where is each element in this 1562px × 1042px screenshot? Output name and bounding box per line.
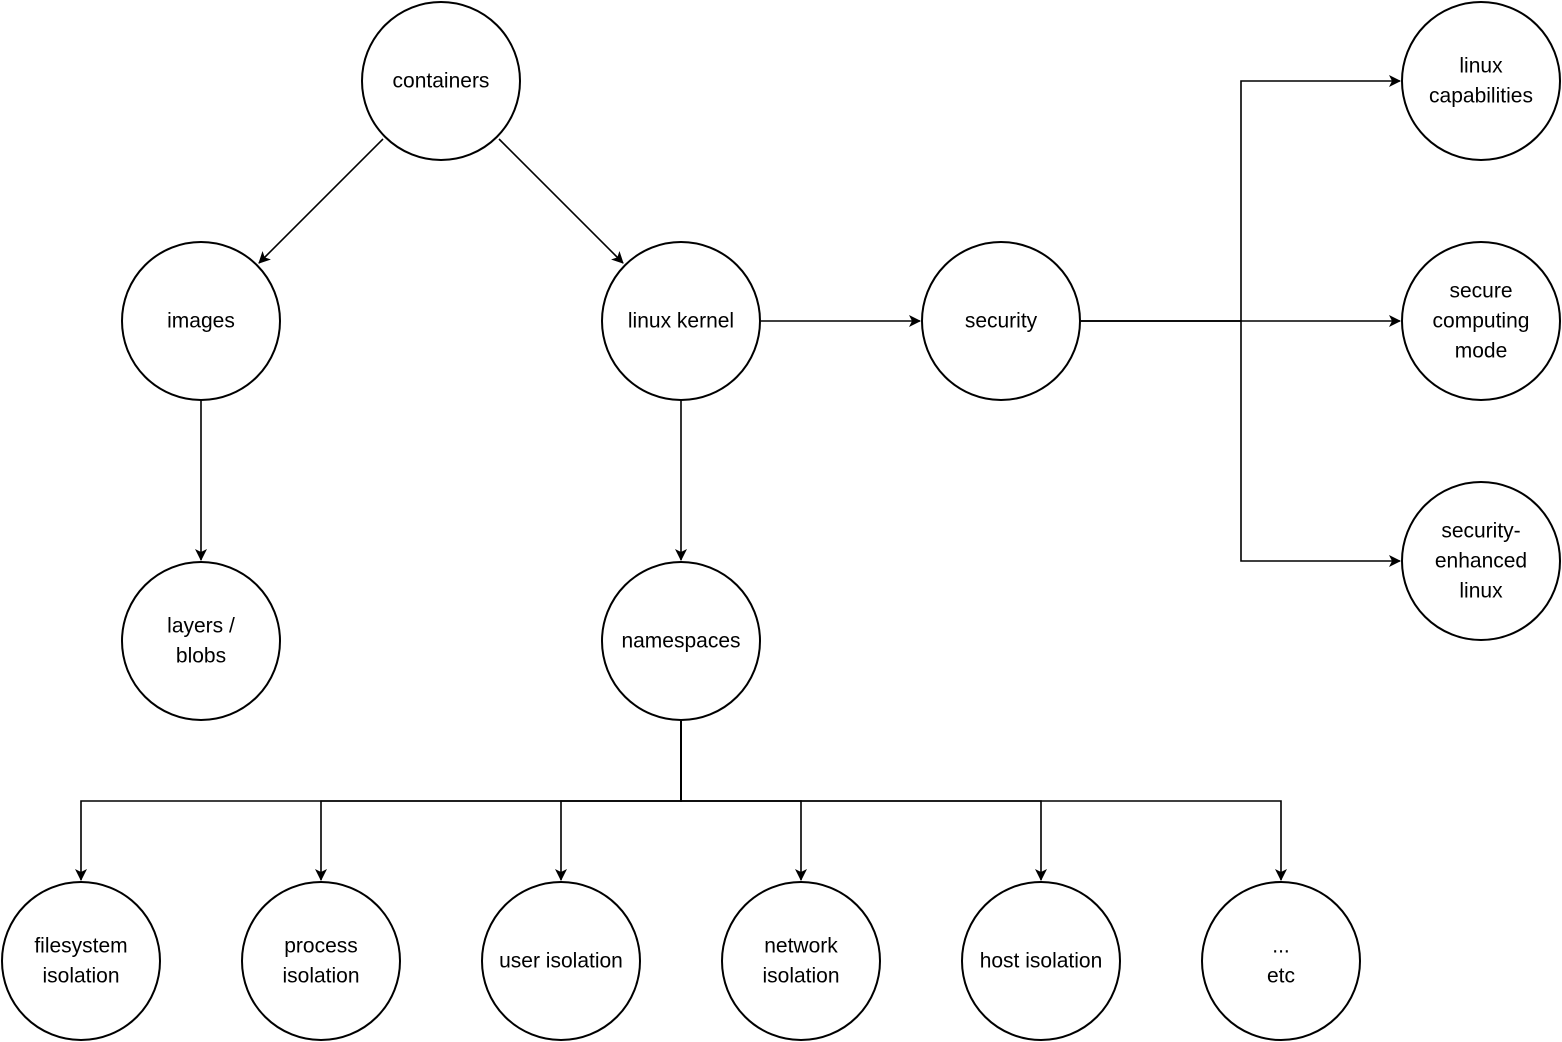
node-label-line: computing — [1433, 310, 1530, 333]
node-containers: containers — [361, 1, 521, 161]
node-etc: ... etc — [1201, 881, 1361, 1041]
node-circle — [121, 561, 281, 721]
node-security-enhanced-linux: security-enhanced linux — [1401, 481, 1561, 641]
node-user-isolation: user isolation — [481, 881, 641, 1041]
node-label-line: isolation — [282, 965, 359, 988]
node-label-line: filesystem — [34, 935, 127, 958]
node-circle — [961, 881, 1121, 1041]
node-label-line: linux — [1459, 580, 1503, 603]
node-circle — [601, 241, 761, 401]
edges-layer — [75, 75, 1401, 881]
node-filesystem-isolation: filesystem isolation — [1, 881, 161, 1041]
node-images: images — [121, 241, 281, 401]
node-network-isolation: network isolation — [721, 881, 881, 1041]
edge-security-to-linux-capabilities — [1081, 75, 1401, 322]
node-linux-capabilities: linux capabilities — [1401, 1, 1561, 161]
node-label-line: namespaces — [621, 630, 740, 653]
node-label-line: secure — [1449, 280, 1512, 303]
node-label-line: security — [965, 310, 1038, 333]
node-layers-blobs: layers / blobs — [121, 561, 281, 721]
node-label-line: process — [284, 935, 358, 958]
node-circle — [1401, 1, 1561, 161]
node-label-line: layers / — [167, 615, 235, 638]
node-label-line: containers — [393, 70, 490, 93]
node-label-line: images — [167, 310, 235, 333]
node-label-line: linux — [1459, 55, 1503, 78]
edge-namespaces-to-user-isolation — [555, 721, 682, 881]
node-label-line: capabilities — [1429, 85, 1533, 108]
edge-containers-to-linux-kernel — [498, 138, 624, 264]
node-secure-computing-mode: secure computing mode — [1401, 241, 1561, 401]
node-label-line: security- — [1441, 520, 1520, 543]
node-security: security — [921, 241, 1081, 401]
node-circle — [921, 241, 1081, 401]
edge-containers-to-images — [258, 138, 384, 264]
node-circle — [721, 881, 881, 1041]
node-circle — [1401, 241, 1561, 401]
node-circle — [1201, 881, 1361, 1041]
node-label-line: user isolation — [499, 950, 623, 973]
node-label-line: isolation — [42, 965, 119, 988]
node-process-isolation: process isolation — [241, 881, 401, 1041]
node-circle — [1, 881, 161, 1041]
node-label-line: etc — [1267, 965, 1295, 988]
node-circle — [601, 561, 761, 721]
node-host-isolation: host isolation — [961, 881, 1121, 1041]
node-label-line: mode — [1455, 340, 1508, 363]
node-label-line: isolation — [762, 965, 839, 988]
node-circle — [481, 881, 641, 1041]
node-label-line: ... — [1272, 935, 1290, 958]
edge-security-to-security-enhanced-linux — [1081, 320, 1401, 567]
node-label-line: linux kernel — [628, 310, 734, 333]
node-circle — [361, 1, 521, 161]
node-circle — [121, 241, 281, 401]
node-circle — [241, 881, 401, 1041]
node-linux-kernel: linux kernel — [601, 241, 761, 401]
node-label-line: host isolation — [980, 950, 1103, 973]
node-circle — [1401, 481, 1561, 641]
node-namespaces: namespaces — [601, 561, 761, 721]
node-label-line: enhanced — [1435, 550, 1527, 573]
node-label-line: network — [764, 935, 838, 958]
edge-namespaces-to-etc — [680, 721, 1287, 881]
node-label-line: blobs — [176, 645, 226, 668]
